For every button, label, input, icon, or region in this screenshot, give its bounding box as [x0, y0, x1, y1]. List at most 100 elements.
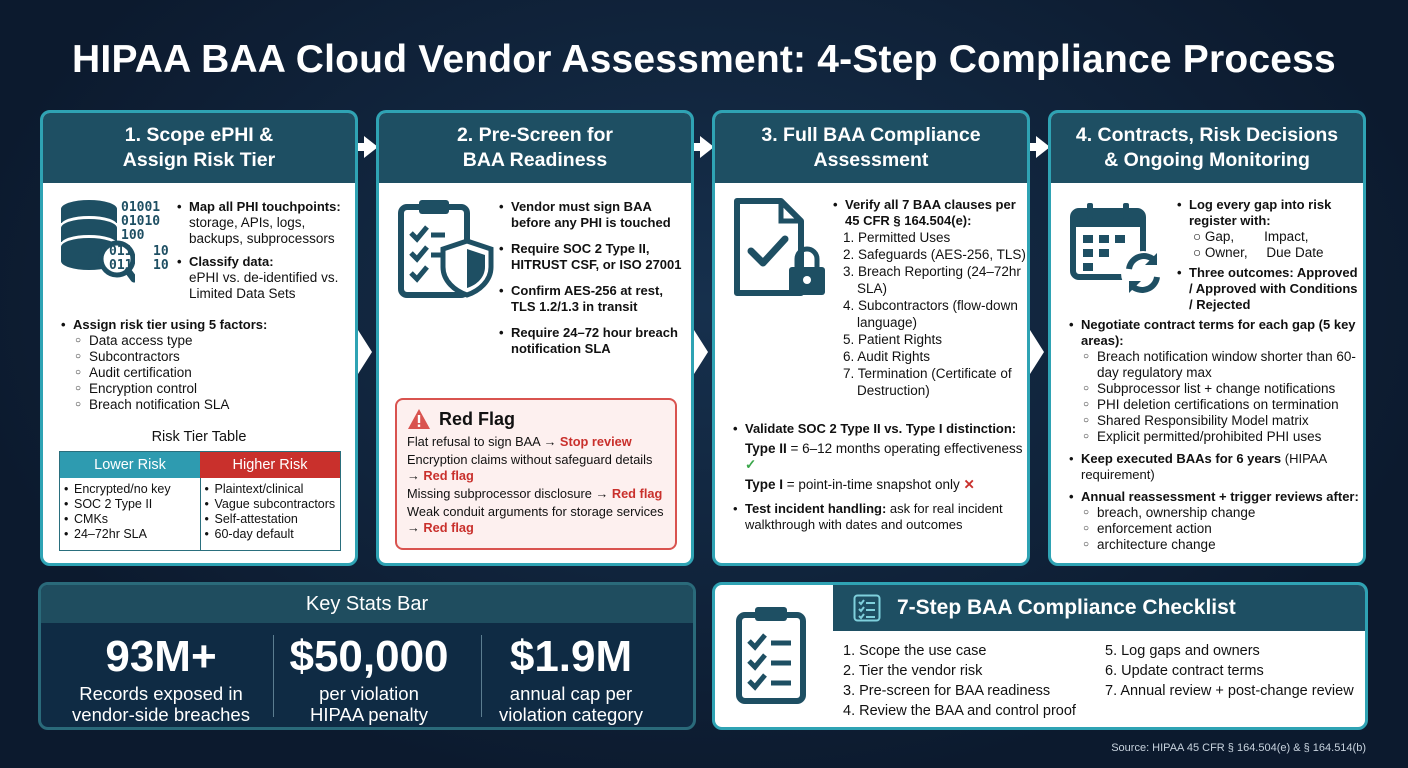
red-flag-text: Missing subprocessor disclosure →	[407, 486, 612, 501]
clause-item: 5. Patient Rights	[843, 332, 943, 347]
step-4-heading-text: 4. Contracts, Risk Decisions & Ongoing M…	[1075, 124, 1339, 171]
area-item: Breach notification window shorter than …	[1083, 349, 1363, 381]
higher-risk-header: Higher Risk	[200, 452, 340, 478]
step-1-top-bullets: Map all PHI touchpoints: storage, APIs, …	[175, 199, 355, 302]
list-icon	[853, 594, 881, 622]
stat-label: per violation HIPAA penalty	[310, 683, 428, 725]
risk-table-title: Risk Tier Table	[151, 429, 247, 445]
area-item: PHI deletion certifications on terminati…	[1083, 397, 1363, 413]
red-flag-verdict: Stop review	[559, 434, 632, 449]
type-ii-label: Type II	[745, 441, 787, 456]
checklist-item: 3. Pre-screen for BAA readiness	[843, 683, 1051, 699]
step-1-card: 1. Scope ePHI & Assign Risk Tier 01001 0…	[40, 110, 358, 566]
step-2-card: 2. Pre-Screen for BAA Readiness Vendor m…	[376, 110, 694, 566]
type-ii-line: Type II = 6–12 months operating effectiv…	[731, 441, 1027, 473]
type-i-label: Type I	[745, 477, 784, 492]
risk-item: Encrypted/no key	[64, 482, 196, 497]
bullet-item: Log every gap into risk register with:	[1175, 197, 1363, 229]
area-item: Explicit permitted/prohibited PHI uses	[1083, 429, 1363, 445]
step-2-heading: 2. Pre-Screen for BAA Readiness	[379, 113, 691, 183]
bullet-item: Confirm AES-256 at rest, TLS 1.2/1.3 in …	[497, 283, 687, 315]
checklist-panel: 7-Step BAA Compliance Checklist 1. Scope…	[712, 582, 1368, 730]
binary-digits: 011 011	[109, 244, 133, 273]
step-4-card: 4. Contracts, Risk Decisions & Ongoing M…	[1048, 110, 1366, 566]
step-3-card: 3. Full BAA Compliance Assessment Verify…	[712, 110, 1030, 566]
key-stats-panel: Key Stats Bar 93M+ Records exposed in ve…	[38, 582, 696, 730]
lower-risk-header: Lower Risk	[60, 452, 200, 478]
step-1-heading-text: 1. Scope ePHI & Assign Risk Tier	[122, 124, 276, 171]
risk-item: Vague subcontractors	[205, 497, 337, 512]
stat-cap: $1.9M annual cap per violation category	[471, 631, 671, 725]
area-item: Subprocessor list + change notifications	[1083, 381, 1363, 397]
step-3-heading: 3. Full BAA Compliance Assessment	[715, 113, 1027, 183]
risk-item: Plaintext/clinical	[205, 482, 337, 497]
factor-item: Breach notification SLA	[75, 397, 349, 413]
database-magnifier-icon	[61, 200, 135, 283]
risk-item: 60-day default	[205, 527, 337, 542]
step-2-bullets: Vendor must sign BAA before any PHI is t…	[497, 199, 687, 357]
clause-item: 1. Permitted Uses	[843, 230, 951, 245]
bullet-item: Annual reassessment + trigger reviews af…	[1067, 489, 1363, 505]
step-3-heading-text: 3. Full BAA Compliance Assessment	[761, 124, 981, 171]
arrow-right-icon	[676, 136, 714, 158]
risk-tier-table: Lower Risk Higher Risk Encrypted/no key …	[59, 451, 341, 551]
bullet-title: Test incident handling:	[745, 501, 887, 516]
risk-item: SOC 2 Type II	[64, 497, 196, 512]
register-row: ○ Owner, Due Date	[1193, 245, 1324, 260]
stat-value: $1.9M	[509, 632, 633, 681]
step-3-clauses: Verify all 7 BAA clauses per 45 CFR § 16…	[831, 197, 1027, 399]
red-flag-text: Flat refusal to sign BAA →	[407, 434, 560, 449]
page-title: HIPAA BAA Cloud Vendor Assessment: 4-Ste…	[72, 38, 1336, 81]
stat-penalty: $50,000 per violation HIPAA penalty	[269, 631, 469, 725]
risk-item: 24–72hr SLA	[64, 527, 196, 542]
lower-risk-column: Encrypted/no key SOC 2 Type II CMKs 24–7…	[60, 478, 200, 550]
bullet-item: Verify all 7 BAA clauses per 45 CFR § 16…	[831, 197, 1027, 229]
checklist-item: 5. Log gaps and owners	[1105, 643, 1260, 659]
stat-value: $50,000	[289, 632, 449, 681]
bullet-item: Require 24–72 hour breach notification S…	[497, 325, 687, 357]
stat-divider	[481, 635, 482, 717]
register-row: ○ Gap, Impact,	[1193, 229, 1309, 244]
bullet-title: Assign risk tier using 5 factors:	[59, 317, 349, 333]
bullet-text: ePHI vs. de-identified vs. Limited Data …	[189, 270, 339, 301]
red-flag-verdict: Red flag	[611, 486, 663, 501]
bullet-item: Test incident handling: ask for real inc…	[731, 501, 1027, 533]
cross-icon: ✕	[963, 477, 975, 492]
red-flag-text: Weak conduit arguments for storage servi…	[407, 504, 664, 535]
step-2-heading-text: 2. Pre-Screen for BAA Readiness	[456, 124, 614, 171]
warning-icon	[408, 409, 430, 429]
red-flag-item: Flat refusal to sign BAA → Stop review	[407, 434, 665, 450]
type-i-text: = point-in-time snapshot only	[783, 477, 960, 492]
stat-label: annual cap per violation category	[499, 683, 643, 725]
source-note: Source: HIPAA 45 CFR § 164.504(e) & § 16…	[1111, 742, 1366, 754]
red-flag-verdict: Red flag	[423, 468, 474, 483]
calendar-refresh-icon	[1070, 203, 1165, 295]
step-4-register: Log every gap into risk register with: ○…	[1175, 197, 1363, 313]
checklist-column-2: 5. Log gaps and owners 6. Update contrac…	[1105, 641, 1354, 701]
trigger-item: enforcement action	[1083, 521, 1363, 537]
step-1-factors: Assign risk tier using 5 factors: Data a…	[59, 317, 349, 413]
checklist-item: 4. Review the BAA and control proof	[843, 703, 1076, 719]
bullet-text: storage, APIs, logs, backups, subprocess…	[189, 215, 335, 246]
red-flag-item: Missing subprocessor disclosure → Red fl…	[407, 486, 665, 502]
clause-item: 6. Audit Rights	[843, 349, 931, 364]
bullet-title: Classify data:	[175, 254, 355, 270]
bullet-item: Three outcomes: Approved / Approved with…	[1175, 265, 1363, 313]
checklist-item: 6. Update contract terms	[1105, 663, 1264, 679]
checklist-heading-text: 7-Step BAA Compliance Checklist	[897, 596, 1236, 619]
register-row-text: Owner, Due Date	[1204, 245, 1324, 260]
red-flag-box: Red Flag Flat refusal to sign BAA → Stop…	[395, 398, 677, 550]
risk-item: CMKs	[64, 512, 196, 527]
red-flag-title: Red Flag	[407, 408, 665, 430]
checklist-item: 2. Tier the vendor risk	[843, 663, 983, 679]
clause-item: 3. Breach Reporting (24–72hr SLA)	[843, 264, 1021, 296]
step-3-validate: Validate SOC 2 Type II vs. Type I distin…	[731, 421, 1027, 533]
clipboard-checklist-icon	[736, 607, 806, 704]
checklist-item: 7. Annual review + post-change review	[1105, 683, 1354, 699]
clause-item: 4. Subcontractors (flow-down language)	[843, 298, 1018, 330]
key-stats-heading: Key Stats Bar	[41, 585, 693, 623]
type-i-line: Type I = point-in-time snapshot only ✕	[731, 477, 1027, 493]
register-row-text: Gap, Impact,	[1204, 229, 1309, 244]
binary-digits: 01001 01010 100	[121, 200, 161, 243]
arrow-right-icon	[340, 136, 378, 158]
